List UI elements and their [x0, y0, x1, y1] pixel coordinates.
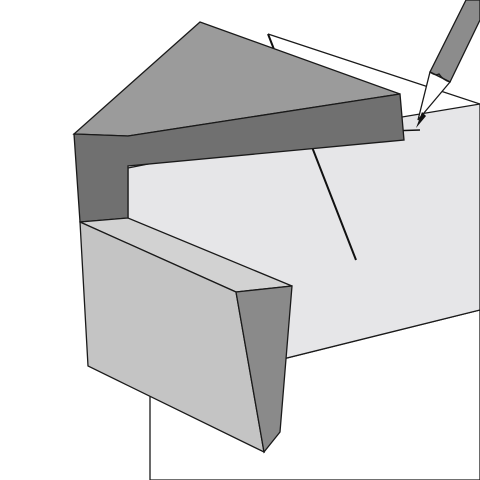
marked-line-top: [267, 33, 480, 105]
square-stock-side: [235, 285, 293, 454]
pencil-lead: [416, 112, 426, 128]
try-square-icon: [72, 21, 405, 454]
pencil-wood-tip: [417, 71, 452, 121]
pencil-sharpened-edge: [429, 71, 451, 83]
pencil-body: [429, 0, 480, 83]
pencil-icon: [416, 0, 480, 128]
